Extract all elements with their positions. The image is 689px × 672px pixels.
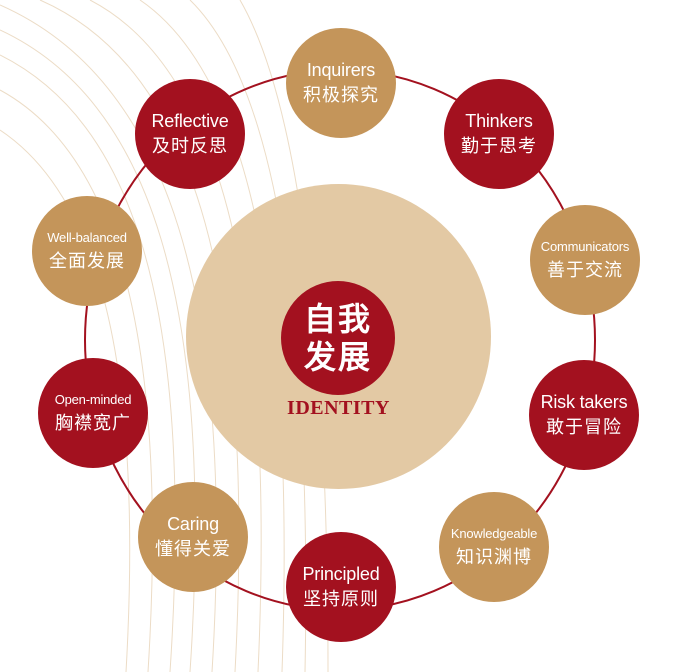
trait-communicators: Communicators 善于交流 (530, 205, 640, 315)
trait-label-en: Knowledgeable (450, 526, 538, 541)
trait-caring: Caring 懂得关爱 (138, 482, 248, 592)
trait-label-en: Open-minded (54, 392, 132, 407)
trait-risk-takers: Risk takers 敢于冒险 (529, 360, 639, 470)
trait-label-cn: 善于交流 (547, 260, 623, 280)
trait-label-cn: 知识渊博 (456, 547, 532, 567)
trait-label-cn: 全面发展 (49, 251, 125, 271)
trait-knowledgeable: Knowledgeable 知识渊博 (439, 492, 549, 602)
trait-label-en: Caring (167, 514, 219, 534)
trait-principled: Principled 坚持原则 (286, 532, 396, 642)
trait-inquirers: Inquirers 积极探究 (286, 28, 396, 138)
trait-thinkers: Thinkers 勤于思考 (444, 79, 554, 189)
center-title-cn-line1: 自我 (303, 300, 372, 338)
trait-label-cn: 积极探究 (303, 85, 379, 105)
trait-label-cn: 坚持原则 (303, 589, 379, 609)
trait-label-en: Reflective (151, 111, 229, 131)
trait-label-en: Principled (302, 564, 380, 584)
trait-label-en: Well-balanced (47, 230, 127, 245)
trait-well-balanced: Well-balanced 全面发展 (32, 196, 142, 306)
trait-label-cn: 胸襟宽广 (55, 413, 131, 433)
trait-label-cn: 懂得关爱 (155, 539, 231, 559)
trait-label-cn: 及时反思 (152, 136, 228, 156)
center-title-cn-line2: 发展 (303, 338, 372, 376)
trait-label-en: Communicators (540, 239, 630, 254)
center-title-en: IDENTITY (287, 397, 390, 419)
trait-label-cn: 敢于冒险 (546, 417, 622, 437)
trait-label-cn: 勤于思考 (461, 136, 537, 156)
identity-center-badge: 自我 发展 (281, 281, 395, 395)
trait-label-en: Thinkers (465, 111, 533, 131)
trait-reflective: Reflective 及时反思 (135, 79, 245, 189)
trait-label-en: Risk takers (540, 392, 628, 412)
trait-open-minded: Open-minded 胸襟宽广 (38, 358, 148, 468)
trait-label-en: Inquirers (306, 60, 376, 80)
